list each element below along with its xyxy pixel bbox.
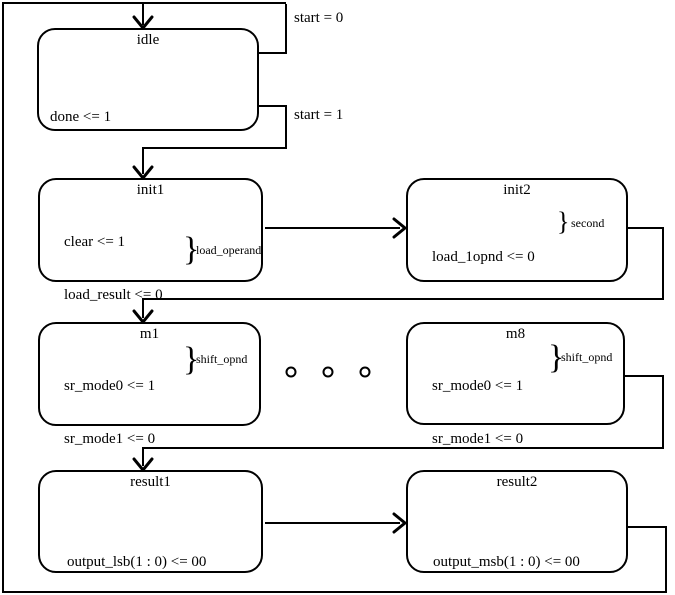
state-result1: result1 output_lsb(1 : 0) <= 00 <box>38 470 263 573</box>
transition-init2-to-m1 <box>142 227 664 318</box>
transition-m8-to-result1 <box>142 375 664 466</box>
state-init1-action: clear <= 1 <box>64 234 126 250</box>
state-m8-action: sr_mode0 <= 1 <box>432 378 524 394</box>
state-m8: m8 sr_mode0 <= 1 sr_mode1 <= 0 load_resu… <box>406 322 625 552</box>
brace-glyph: } <box>548 339 565 376</box>
state-m1: m1 sr_mode0 <= 1 sr_mode1 <= 0 load_resu… <box>38 322 261 552</box>
brace-glyph: } <box>183 231 200 268</box>
state-m8-title: m8 <box>505 326 526 342</box>
brace-label-shift-opnd-m1: shift_opnd <box>196 352 248 366</box>
brace-glyph: } <box>183 341 200 378</box>
state-init2-action: load_1opnd <= 0 <box>432 249 535 265</box>
brace-label-shift-opnd-m8: shift_opnd <box>561 350 613 364</box>
arrowhead-into-init2 <box>392 217 408 239</box>
brace-label-load-operand: load_operand <box>196 243 262 257</box>
state-init2-title: init2 <box>503 182 531 198</box>
ellipsis-dot <box>359 366 371 378</box>
state-init1-title: init1 <box>136 182 165 198</box>
transition-idle-self-loop <box>259 4 287 54</box>
state-result2: result2 output_msb(1 : 0) <= 00 <box>406 470 628 573</box>
state-m8-action: sr_mode1 <= 0 <box>432 430 524 447</box>
transition-label-start-0: start = 0 <box>294 10 344 26</box>
state-result2-action: output_msb(1 : 0) <= 00 <box>433 554 580 570</box>
transition-idle-to-init1 <box>142 105 287 174</box>
arrowhead-into-result2 <box>392 512 408 534</box>
state-init2: init2 load_1opnd <= 0 <box>406 178 628 282</box>
transition-result2-to-idle <box>2 2 667 593</box>
ellipsis-dot <box>285 366 297 378</box>
state-idle-title: idle <box>136 32 160 48</box>
state-init1: init1 clear <= 1 load_result <= 0 sr_mod… <box>38 178 263 408</box>
state-result1-action: output_lsb(1 : 0) <= 00 <box>67 554 207 570</box>
transition-label-start-1: start = 1 <box>294 107 344 123</box>
state-result2-title: result2 <box>496 474 538 490</box>
state-m1-title: m1 <box>139 326 160 342</box>
state-m1-action: sr_mode1 <= 0 <box>64 430 156 447</box>
state-idle-action: done <= 1 <box>50 109 112 125</box>
state-idle: idle done <= 1 <box>37 28 259 131</box>
ellipsis-dot <box>322 366 334 378</box>
state-result1-title: result1 <box>130 474 171 490</box>
state-init1-action: load_result <= 0 <box>64 286 163 303</box>
brace-label-second: second <box>571 216 605 230</box>
brace-glyph: } <box>557 207 570 236</box>
state-m1-action: sr_mode0 <= 1 <box>64 378 156 394</box>
